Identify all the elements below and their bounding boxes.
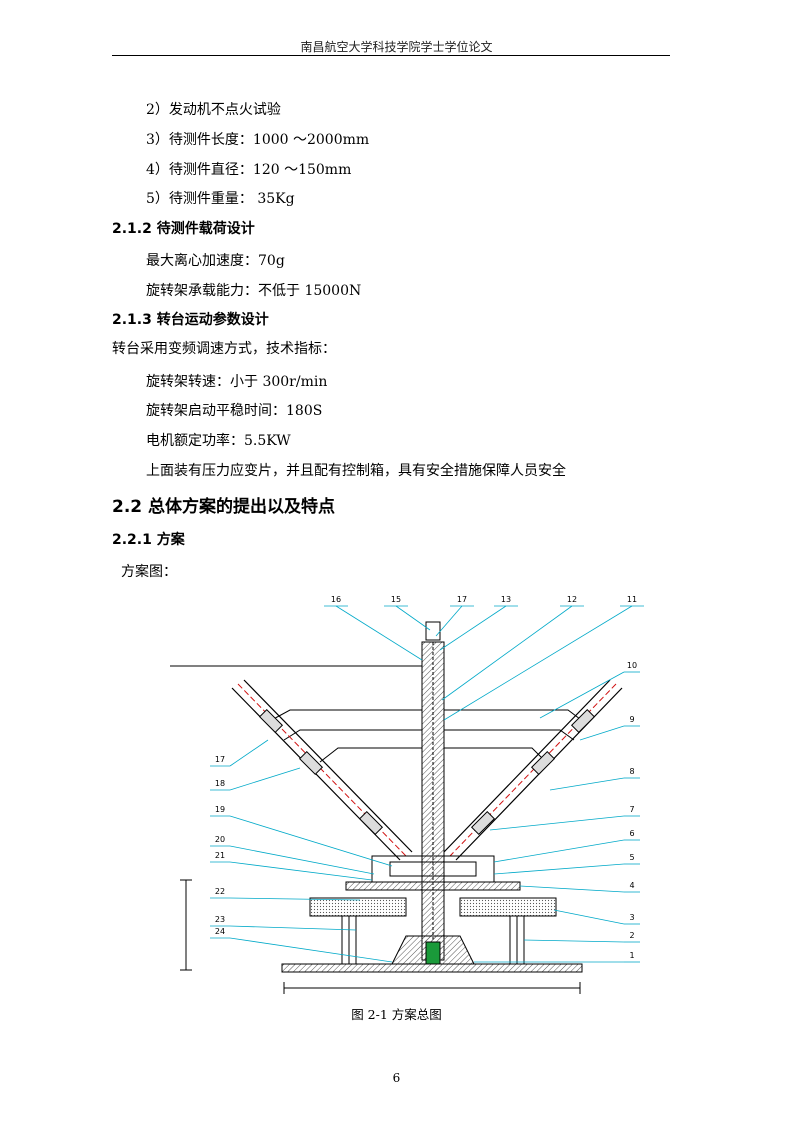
list-item: 3）待测件长度：1000 ～2000mm xyxy=(146,132,370,148)
figure-caption: 图 2-1 方案总图 xyxy=(351,1007,442,1022)
list-item: 4）待测件直径：120 ～150mm xyxy=(146,162,352,178)
list-item: 最大离心加速度：70g xyxy=(146,253,285,269)
part-label: 6 xyxy=(629,829,634,838)
part-label: 7 xyxy=(629,805,634,814)
leader-line xyxy=(335,605,423,661)
turntable-plate xyxy=(345,881,521,891)
counterweight-left xyxy=(309,897,407,917)
part-label: 1 xyxy=(629,951,634,960)
list-item: 电机额定功率：5.5KW xyxy=(146,433,291,449)
leader-line xyxy=(435,605,463,637)
leader-line xyxy=(395,605,431,631)
leader-line xyxy=(519,885,625,893)
leader-line xyxy=(493,863,625,875)
part-label: 11 xyxy=(627,595,637,604)
list-item: 旋转架转速：小于 300r/min xyxy=(146,374,328,390)
paragraph: 转台采用变频调速方式，技术指标： xyxy=(112,341,336,357)
paragraph: 方案图： xyxy=(121,564,177,580)
leader-line xyxy=(229,815,393,867)
part-label: 15 xyxy=(391,595,401,604)
leader-line xyxy=(229,767,301,791)
leader-line xyxy=(439,605,507,651)
part-label: 12 xyxy=(567,595,577,604)
list-item: 上面装有压力应变片，并且配有控制箱，具有安全措施保障人员安全 xyxy=(146,463,566,479)
section-heading-2-2-1: 2.2.1 方案 xyxy=(112,532,185,548)
leader-line xyxy=(549,777,625,791)
frame-right-upper xyxy=(444,709,585,723)
leader-line xyxy=(493,839,625,863)
part-label: 22 xyxy=(215,887,225,896)
part-label: 17 xyxy=(457,595,467,604)
section-heading-2-2: 2.2 总体方案的提出以及特点 xyxy=(112,497,336,517)
page-number: 6 xyxy=(392,1071,401,1085)
part-label: 13 xyxy=(501,595,511,604)
list-item: 旋转架承载能力：不低于 15000N xyxy=(146,283,362,299)
frame-right-lower xyxy=(444,747,547,763)
list-item: 旋转架启动平稳时间：180S xyxy=(146,403,323,419)
leader-line xyxy=(523,939,625,943)
leader-line xyxy=(579,725,625,741)
leader-line xyxy=(441,605,573,701)
leader-line xyxy=(489,815,625,831)
leader-line xyxy=(229,861,373,881)
part-label: 8 xyxy=(629,767,634,776)
leader-line xyxy=(229,937,393,963)
top-cap xyxy=(425,621,441,641)
frame-left-upper xyxy=(267,709,422,723)
part-label: 2 xyxy=(629,931,634,940)
base-plate xyxy=(281,963,583,973)
leader-line xyxy=(443,605,633,721)
part-label: 18 xyxy=(215,779,225,788)
leader-line xyxy=(229,739,269,767)
part-label: 5 xyxy=(629,853,634,862)
part-label: 9 xyxy=(629,715,634,724)
leader-line xyxy=(539,671,625,719)
part-label: 24 xyxy=(215,927,225,936)
frame-left-lower xyxy=(319,747,422,763)
list-item: 5）待测件重量： 35Kg xyxy=(146,191,295,207)
part-label: 4 xyxy=(629,881,634,890)
part-label: 19 xyxy=(215,805,225,814)
section-heading-2-1-2: 2.1.2 待测件载荷设计 xyxy=(112,221,255,237)
part-label: 23 xyxy=(215,915,225,924)
leader-line xyxy=(229,845,375,875)
part-label: 21 xyxy=(215,851,225,860)
counterweight-right xyxy=(459,897,557,917)
part-label: 17 xyxy=(215,755,225,764)
leader-line xyxy=(229,897,361,901)
section-heading-2-1-3: 2.1.3 转台运动参数设计 xyxy=(112,312,269,328)
leader-line xyxy=(229,925,357,931)
header-rule xyxy=(112,55,670,56)
list-item: 2）发动机不点火试验 xyxy=(146,102,281,118)
part-label: 3 xyxy=(629,913,634,922)
running-header: 南昌航空大学科技学院学士学位论文 xyxy=(300,40,493,54)
part-label: 10 xyxy=(627,661,637,670)
part-label: 20 xyxy=(215,835,225,844)
part-label: 16 xyxy=(331,595,341,604)
leader-line xyxy=(553,909,625,925)
